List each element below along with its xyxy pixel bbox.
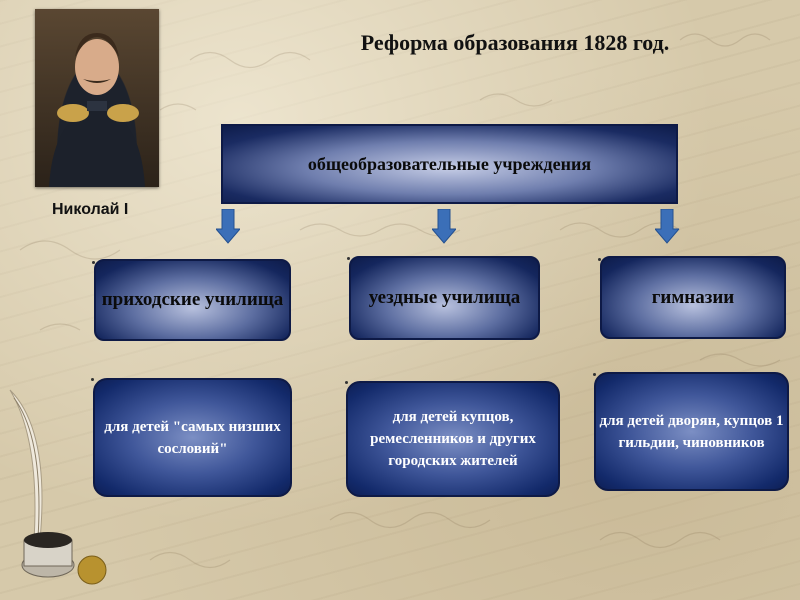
portrait-caption: Николай I [52, 201, 129, 218]
slide-title: Реформа образования 1828 год. [360, 30, 670, 55]
gymnasiums-description: для детей дворян, купцов 1 гильдии, чино… [594, 372, 789, 491]
parish-schools-box: приходские училища [94, 259, 291, 341]
district-schools-description: для детей купцов, ремесленников и других… [346, 381, 560, 497]
bullet-dot [92, 261, 95, 264]
bullet-dot [593, 373, 596, 376]
arrow-down-icon [655, 209, 679, 244]
parish-schools-description: для детей "самых низших сословий" [93, 378, 292, 497]
gymnasiums-box: гимназии [600, 256, 786, 339]
general-education-institutions-box: общеобразовательные учреждения [221, 124, 678, 204]
bullet-dot [345, 381, 348, 384]
portrait-nicholas-i [35, 9, 159, 187]
bullet-dot [91, 378, 94, 381]
bullet-dot [598, 258, 601, 261]
arrow-down-icon [216, 209, 240, 244]
district-schools-box: уездные училища [349, 256, 540, 340]
arrow-down-icon [432, 209, 456, 244]
bullet-dot [347, 257, 350, 260]
quill-inkwell-icon [9, 389, 107, 585]
